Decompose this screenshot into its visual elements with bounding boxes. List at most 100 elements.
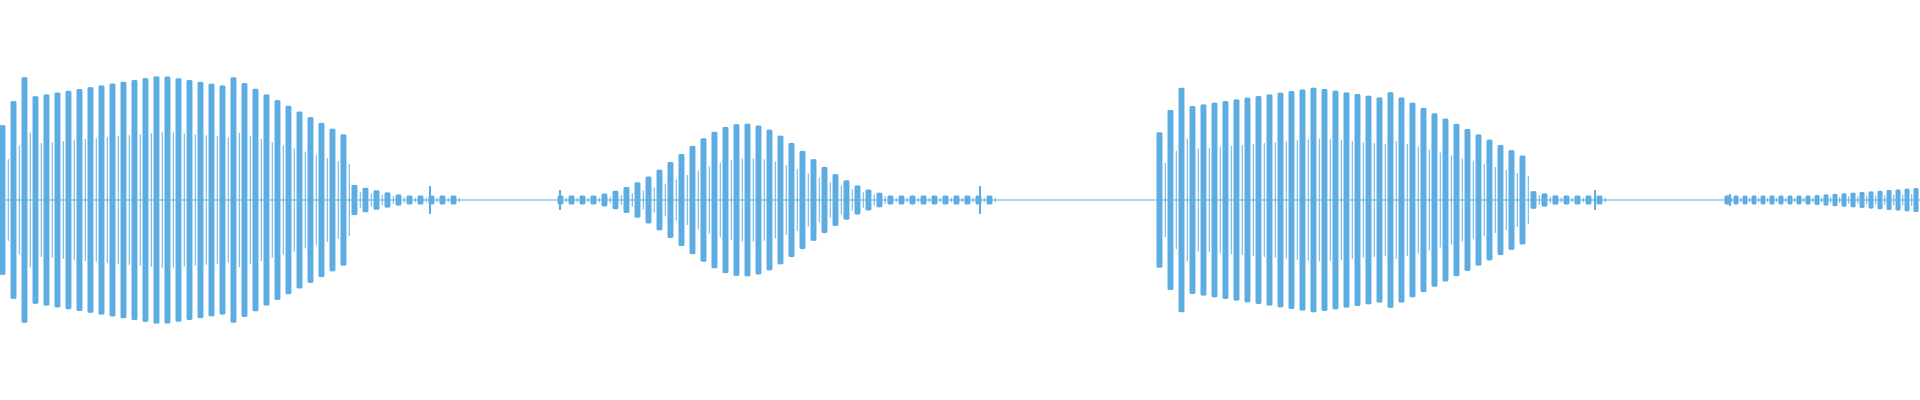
waveform-burst <box>667 162 674 238</box>
waveform-burst <box>1823 194 1829 206</box>
waveform-burst <box>263 94 270 306</box>
waveform-burst <box>1244 97 1251 303</box>
waveform-burst <box>285 105 292 295</box>
waveform-burst <box>854 185 861 215</box>
waveform-burst <box>1156 132 1163 268</box>
waveform-burst <box>1895 189 1901 211</box>
waveform-burst <box>296 111 303 289</box>
waveform-burst <box>1563 195 1570 205</box>
waveform-burst <box>1850 192 1856 208</box>
waveform-burst <box>568 195 575 205</box>
waveform-segment <box>1724 187 1919 213</box>
waveform-burst <box>1508 150 1515 250</box>
waveform-burst <box>788 142 795 258</box>
waveform-burst <box>439 195 446 205</box>
waveform-burst <box>1321 89 1328 311</box>
waveform-burst <box>1277 92 1284 308</box>
waveform-burst <box>1299 89 1306 311</box>
waveform-burst <box>340 134 347 266</box>
waveform-burst <box>241 83 248 317</box>
waveform-burst <box>953 195 960 205</box>
waveform-burst <box>964 195 971 205</box>
waveform-burst <box>942 195 949 205</box>
waveform-burst <box>612 190 619 210</box>
waveform-burst <box>1778 195 1784 205</box>
waveform-burst <box>722 126 729 274</box>
waveform-burst <box>1814 194 1820 206</box>
waveform-burst <box>1585 195 1592 205</box>
waveform-burst <box>1475 134 1482 266</box>
waveform-burst <box>1222 101 1229 299</box>
waveform-burst <box>1442 118 1449 282</box>
waveform-burst <box>733 124 740 276</box>
waveform-burst <box>711 131 718 269</box>
waveform-burst <box>1904 188 1910 212</box>
waveform-burst <box>755 125 762 275</box>
waveform-burst <box>865 189 872 211</box>
waveform-burst <box>623 187 630 213</box>
waveform-burst <box>1211 102 1218 298</box>
waveform-burst <box>1398 97 1405 303</box>
waveform-burst <box>1343 92 1350 308</box>
waveform-burst <box>76 88 83 312</box>
waveform-burst <box>700 138 707 262</box>
waveform-burst <box>109 83 116 317</box>
waveform-burst <box>1200 104 1207 296</box>
waveform-burst <box>153 76 160 324</box>
waveform-burst <box>1541 193 1548 207</box>
waveform-burst <box>87 87 94 313</box>
waveform-burst <box>329 128 336 272</box>
waveform-burst <box>1913 187 1919 213</box>
waveform-burst <box>898 195 905 205</box>
waveform-burst <box>777 135 784 265</box>
waveform-burst <box>766 129 773 271</box>
waveform-burst <box>32 96 39 304</box>
waveform-burst <box>1420 107 1427 293</box>
waveform-burst <box>406 195 413 205</box>
waveform-burst <box>579 195 586 205</box>
waveform-burst <box>395 194 402 206</box>
waveform-burst <box>1724 195 1730 205</box>
waveform-burst <box>1805 195 1811 205</box>
waveform-burst <box>1354 94 1361 306</box>
waveform-burst <box>1877 190 1883 210</box>
waveform-burst <box>384 192 391 208</box>
waveform-burst <box>197 81 204 319</box>
waveform-burst <box>843 180 850 220</box>
waveform-burst <box>1552 195 1559 205</box>
waveform-burst <box>832 174 839 226</box>
waveform-burst <box>1742 195 1748 205</box>
waveform-burst <box>54 92 61 308</box>
waveform-burst <box>120 81 127 319</box>
waveform-burst <box>1233 99 1240 301</box>
waveform-burst <box>1453 123 1460 277</box>
waveform-burst <box>1574 195 1581 205</box>
waveform-burst <box>799 150 806 250</box>
waveform-burst <box>810 159 817 241</box>
waveform-burst <box>164 76 171 324</box>
waveform-burst <box>634 182 641 218</box>
waveform-burst <box>1178 87 1185 313</box>
waveform-burst <box>1751 195 1757 205</box>
waveform-burst <box>175 78 182 322</box>
waveform-burst <box>645 176 652 224</box>
waveform-burst <box>1464 129 1471 271</box>
waveform-burst <box>1769 195 1775 205</box>
waveform-burst <box>274 100 281 300</box>
waveform-burst <box>1519 155 1526 245</box>
waveform-burst <box>689 145 696 255</box>
waveform-burst <box>1886 190 1892 210</box>
waveform-burst <box>318 122 325 278</box>
waveform-burst <box>1167 110 1174 290</box>
waveform-burst <box>1288 90 1295 310</box>
waveform-segment <box>1156 87 1606 313</box>
waveform-burst <box>307 117 314 283</box>
waveform-burst <box>1387 92 1394 308</box>
waveform-burst <box>373 190 380 210</box>
waveform-burst <box>821 166 828 234</box>
waveform-burst <box>1832 193 1838 207</box>
waveform-burst <box>931 195 938 205</box>
waveform-burst <box>920 195 927 205</box>
